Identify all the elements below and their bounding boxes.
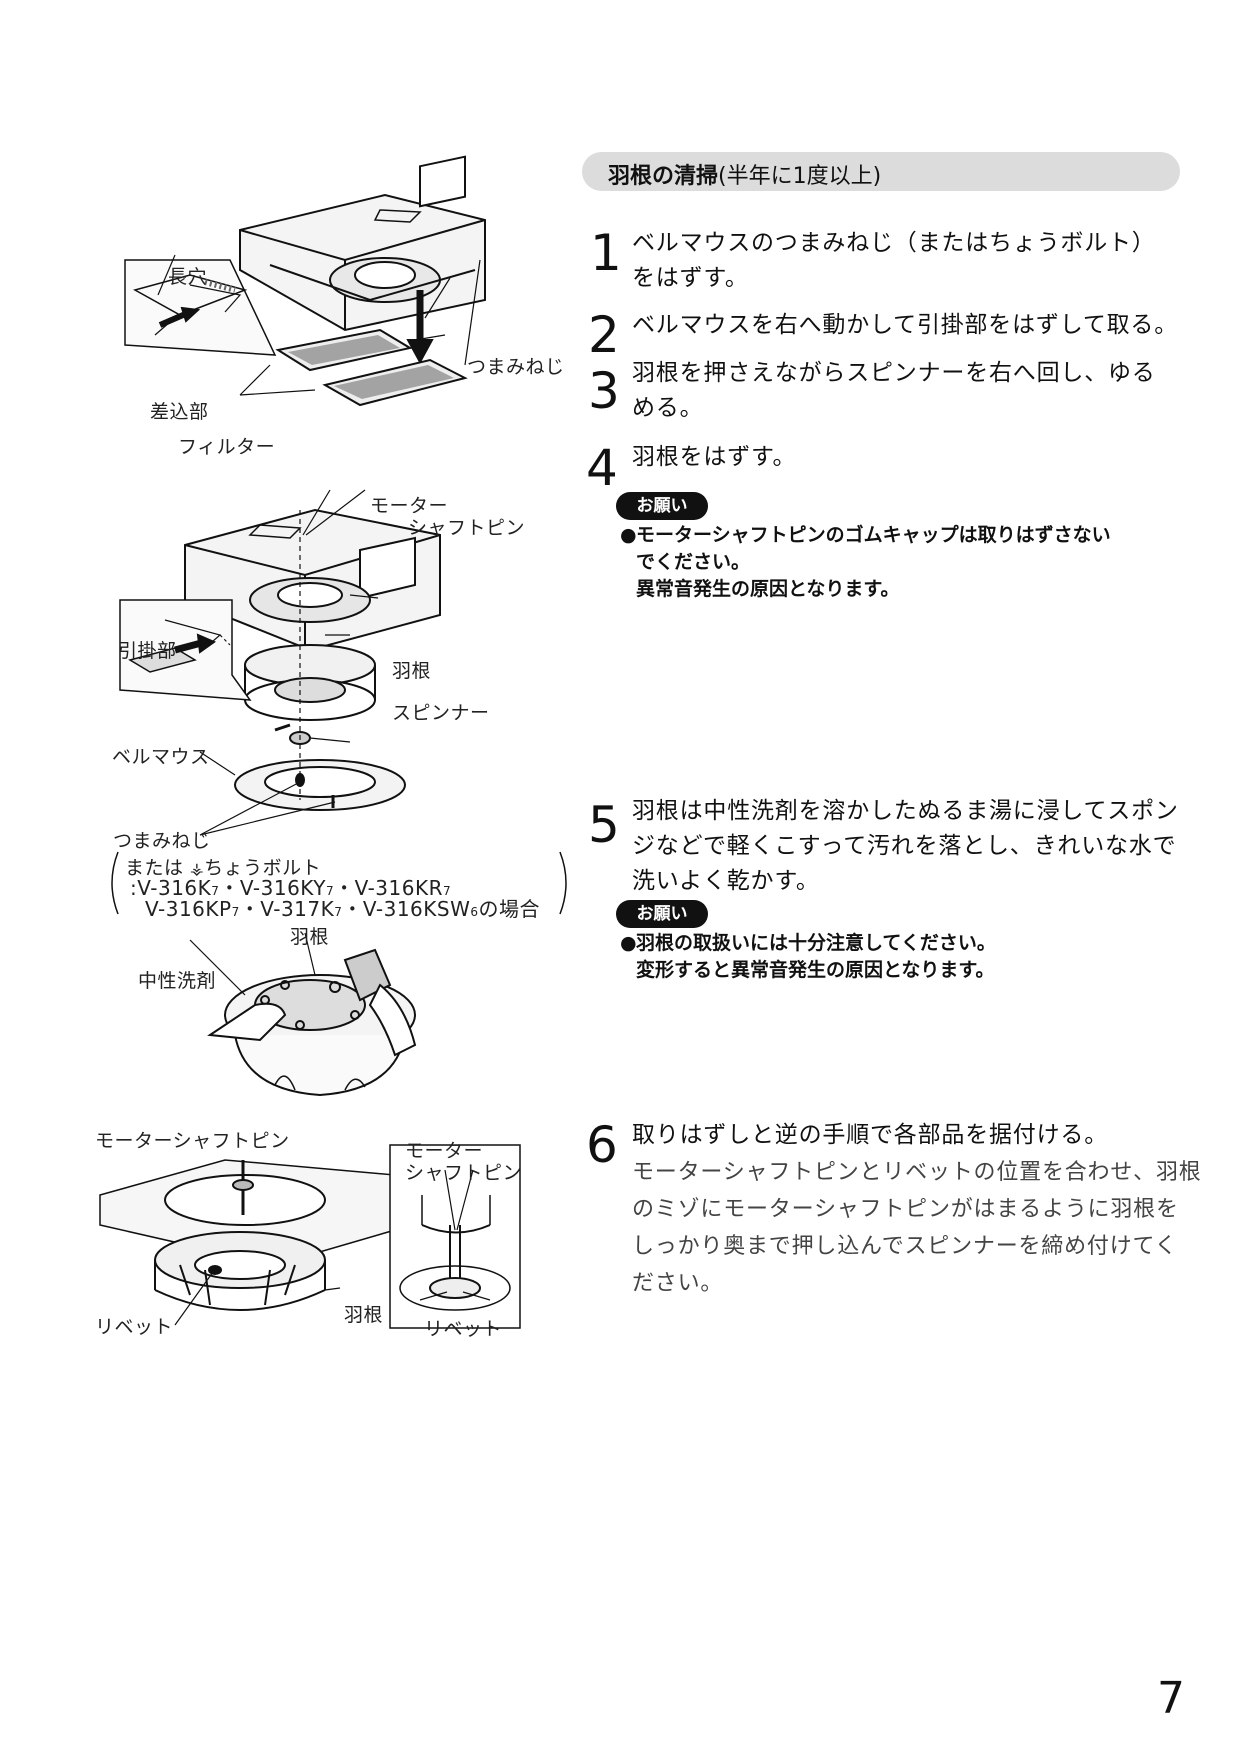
step-4-text: 羽根をはずす。 xyxy=(632,444,797,470)
step-3-number: 3 xyxy=(588,362,620,420)
label-motor: モーター xyxy=(370,495,449,517)
step-1-text: ベルマウスのつまみねじ（またはちょうボルト）をはずす。 xyxy=(632,230,1156,291)
step-6-detail: モーターシャフトピンとリベットの位置を合わせ、羽根 のミゾにモーターシャフトピン… xyxy=(632,1160,1202,1296)
butterfly-bolt-icon: ⚶ xyxy=(190,859,205,878)
model-note-line-2: :V-316K7・V-316KY7・V-316KR7 xyxy=(130,876,452,900)
label-hikkake: 引掛部 xyxy=(118,640,177,662)
label-motor-4: モーター xyxy=(405,1140,484,1162)
page-number: 7 xyxy=(1157,1673,1185,1724)
step-5-text: 羽根は中性洗剤を溶かしたぬるま湯に浸してスポンジなどで軽くこすって汚れを落とし、… xyxy=(632,798,1179,894)
label-rivet: リベット xyxy=(95,1316,174,1338)
model-note-line-1: または ⚶ちょうボルト xyxy=(125,857,322,879)
step-6-text: 取りはずしと逆の手順で各部品を据付ける。 xyxy=(632,1122,1108,1148)
paren-right xyxy=(559,851,567,915)
step-3-text: 羽根を押さえながらスピンナーを右へ回し、ゆるめる。 xyxy=(632,360,1156,421)
label-bellmouth: ベルマウス xyxy=(112,746,210,768)
label-sashikomi: 差込部 xyxy=(150,401,209,423)
label-filter: フィルター xyxy=(178,436,276,458)
label-hane-3: 羽根 xyxy=(290,926,330,948)
label-rivet-2: リベット xyxy=(424,1318,503,1340)
notice-badge: お願い xyxy=(616,900,708,928)
section-header: 羽根の清掃(半年に1度以上) xyxy=(582,152,1180,191)
label-motorshaftpin: モーターシャフトピン xyxy=(95,1130,290,1152)
step-2-text: ベルマウスを右へ動かして引掛部をはずして取る。 xyxy=(632,312,1179,338)
label-tsumami-1: つまみねじ xyxy=(467,356,565,378)
fan-icon xyxy=(154,1231,326,1311)
figure-4-reassembly xyxy=(99,1144,521,1329)
fan-icon xyxy=(244,644,376,721)
figure-3-washing xyxy=(189,932,417,1097)
label-hane-4: 羽根 xyxy=(344,1304,384,1326)
step-2-number: 2 xyxy=(588,306,620,364)
step-6-number: 6 xyxy=(586,1116,618,1174)
label-shaftpin: シャフトピン xyxy=(408,517,526,539)
label-spinner: スピンナー xyxy=(392,702,490,724)
notice-2-text: ● 羽根の取扱いには十分注意してください。 変形すると異常音発生の原因となります… xyxy=(620,932,996,981)
figure-1-hood-filter xyxy=(124,155,486,407)
bellmouth-icon xyxy=(234,759,406,811)
section-title: 羽根の清掃(半年に1度以上) xyxy=(608,164,882,189)
paren-left xyxy=(111,851,119,915)
hands-icon xyxy=(207,983,417,1057)
step-1-number: 1 xyxy=(590,224,622,282)
step-5-number: 5 xyxy=(588,796,620,854)
notice-1-text: ● モーターシャフトピンのゴムキャップは取りはずさない でください。 異常音発生… xyxy=(620,524,1111,600)
label-detergent: 中性洗剤 xyxy=(138,970,217,992)
label-tsumami-2: つまみねじ xyxy=(113,830,211,852)
step-4-number: 4 xyxy=(586,439,618,497)
model-note-line-3: V-316KP7・V-317K7・V-316KSW6の場合 xyxy=(145,897,541,921)
notice-badge: お願い xyxy=(616,492,708,520)
label-hane: 羽根 xyxy=(392,660,432,682)
label-nagaana: 長穴 xyxy=(168,266,208,288)
label-shaftpin-4: シャフトピン xyxy=(405,1162,523,1184)
filter-icon xyxy=(275,328,468,407)
figure-2-fan-bellmouth xyxy=(119,489,441,836)
